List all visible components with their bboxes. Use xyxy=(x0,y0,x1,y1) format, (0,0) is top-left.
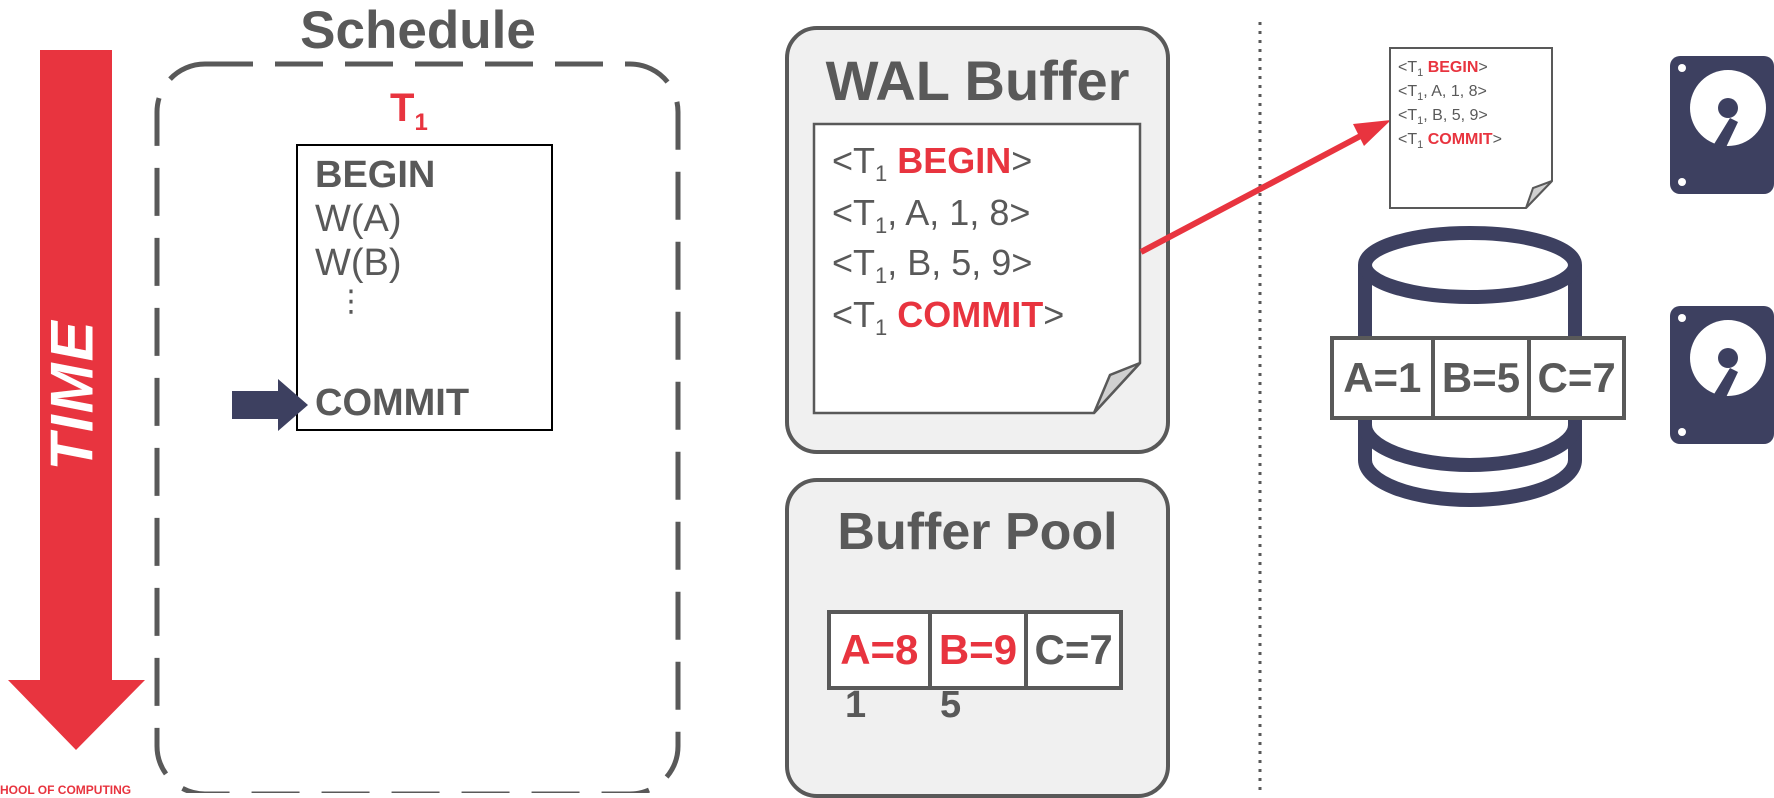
txn-ops-box: BEGIN W(A) W(B) ⋮ COMMIT xyxy=(296,144,553,431)
bp-cell-a: A=8 xyxy=(840,626,919,673)
buffer-pool-title: Buffer Pool xyxy=(837,503,1118,561)
footer-text: HOOL OF COMPUTING xyxy=(0,783,132,797)
op-ellipsis: ⋮ xyxy=(336,285,366,318)
hard-drive-icon xyxy=(1670,56,1774,194)
disk-log-entry: <T1, A, 1, 8> xyxy=(1398,83,1487,104)
disk-log-entry: <T1 BEGIN> xyxy=(1398,59,1488,80)
db-cell-c: C=7 xyxy=(1527,340,1622,416)
txn-name: T1 xyxy=(390,86,428,136)
wal-entries: <T1 BEGIN> <T1, A, 1, 8> <T1, B, 5, 9> <… xyxy=(812,122,1142,412)
wal-page xyxy=(812,122,1142,415)
wal-entry: <T1, B, 5, 9> xyxy=(832,242,1033,289)
bp-old-value-b: 5 xyxy=(940,684,962,726)
divider xyxy=(1258,22,1262,793)
op-commit: COMMIT xyxy=(315,382,470,424)
wal-entry: <T1, A, 1, 8> xyxy=(832,192,1031,239)
hard-drive-icon xyxy=(1670,306,1774,444)
schedule-frame xyxy=(154,61,681,793)
disk-log-entries: <T1 BEGIN> <T1, A, 1, 8> <T1, B, 5, 9> <… xyxy=(1388,46,1548,206)
disk-log-entry: <T1, B, 5, 9> xyxy=(1398,107,1488,128)
bp-old-value-a: 1 xyxy=(845,684,867,726)
current-op-arrow-icon xyxy=(232,379,308,431)
bp-cell-c: C=7 xyxy=(1024,614,1119,686)
disk-log-entry: <T1 COMMIT> xyxy=(1398,131,1502,152)
wal-entry: <T1 BEGIN> xyxy=(832,140,1033,187)
bp-cell-b: B=9 xyxy=(927,614,1025,686)
db-cell-b: B=5 xyxy=(1430,340,1528,416)
op-write-a: W(A) xyxy=(315,198,402,240)
schedule-title: Schedule xyxy=(300,1,536,60)
wal-entry: <T1 COMMIT> xyxy=(832,294,1065,341)
disk-log-page xyxy=(1389,47,1553,209)
buffer-pool-cells: A=8 B=9 C=7 xyxy=(827,610,1123,690)
db-cell-a: A=1 xyxy=(1343,354,1422,401)
time-arrow xyxy=(8,50,145,750)
op-write-b: W(B) xyxy=(315,242,402,284)
op-begin: BEGIN xyxy=(315,154,436,196)
wal-buffer-title: WAL Buffer xyxy=(825,49,1130,112)
db-cells: A=1 B=5 C=7 xyxy=(1330,336,1626,420)
